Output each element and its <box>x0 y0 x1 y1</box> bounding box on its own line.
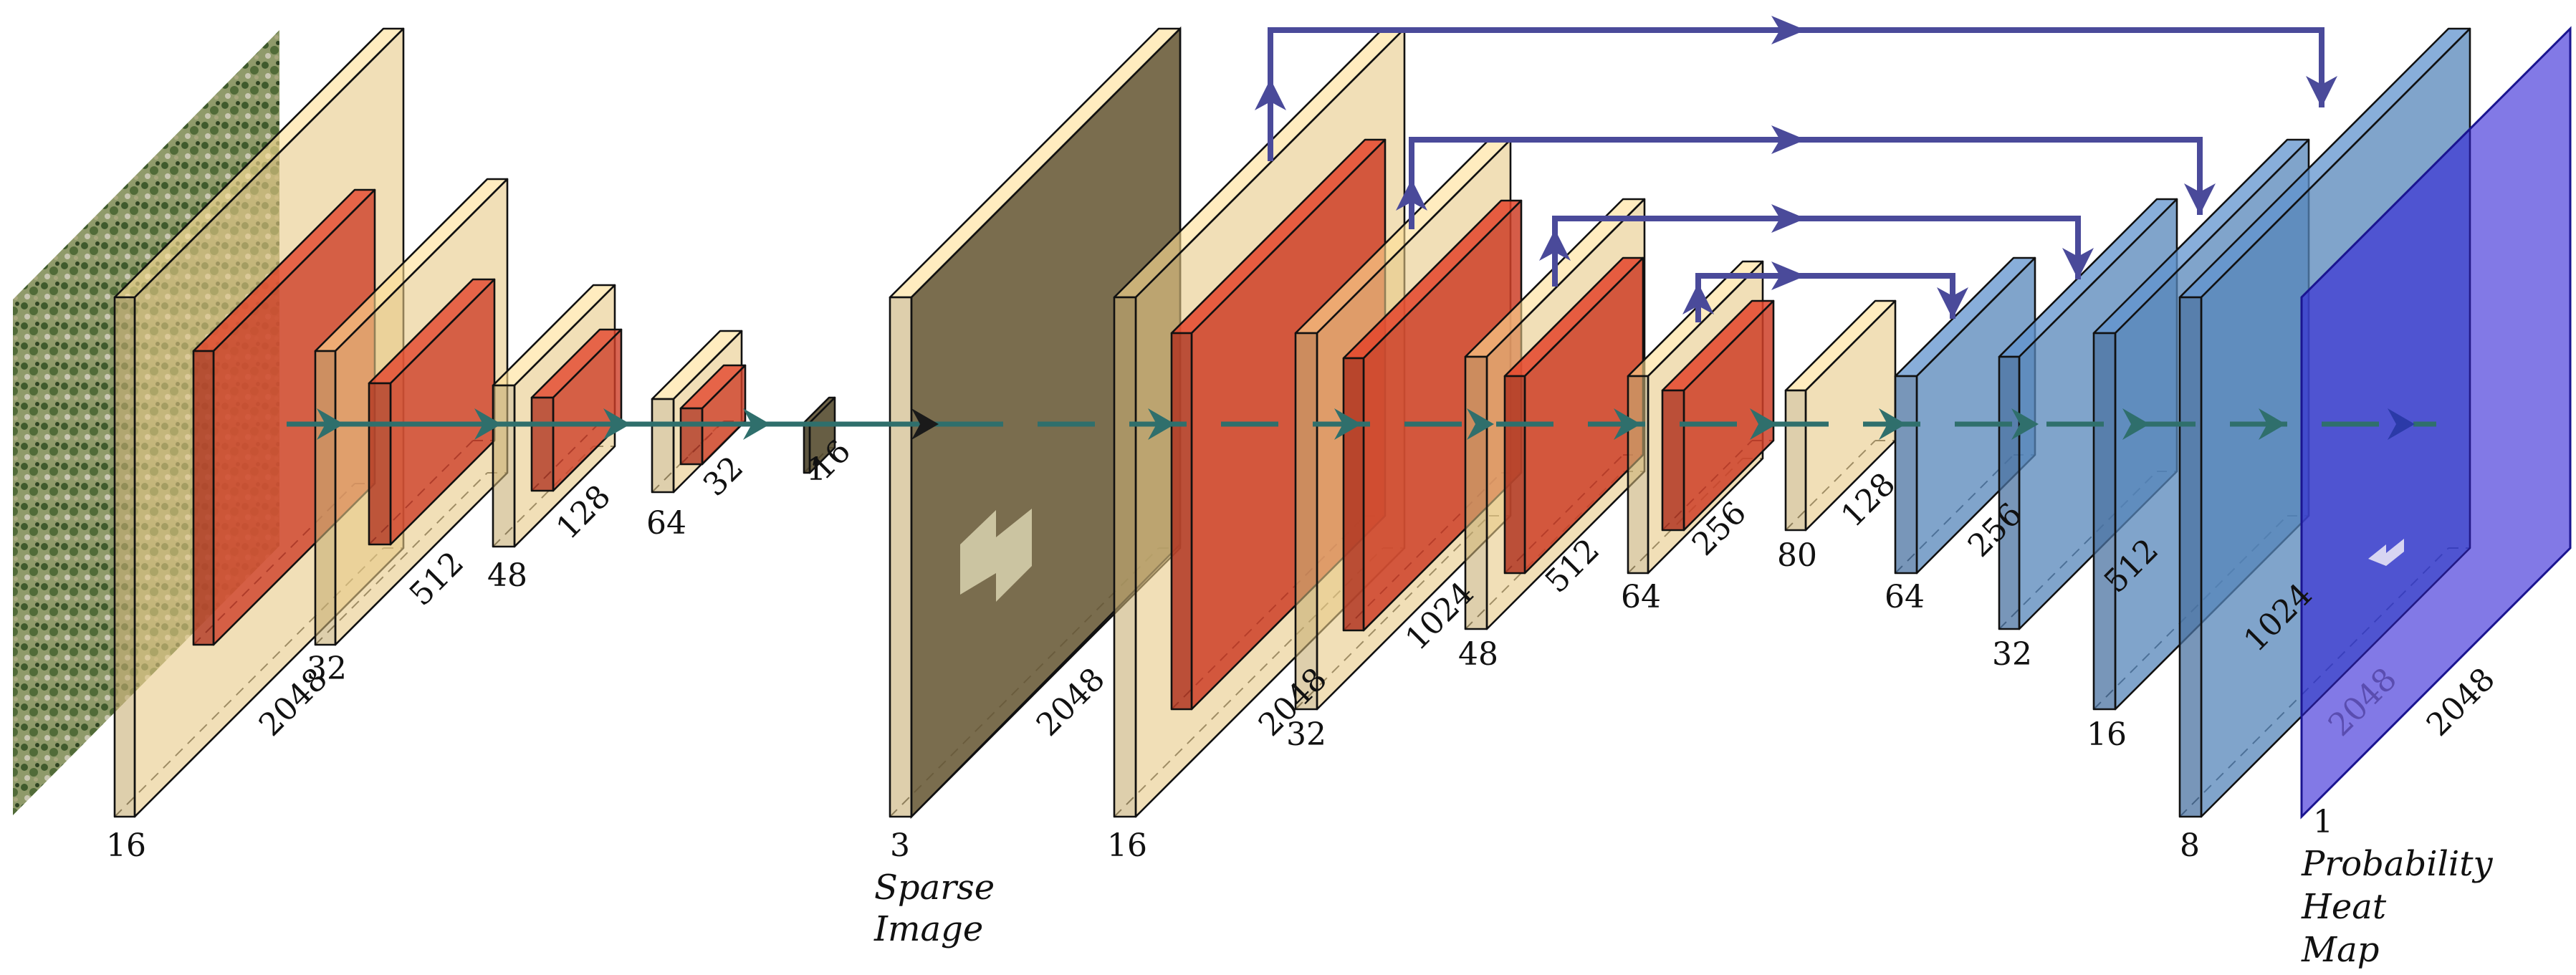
flow-arrows <box>287 408 2436 440</box>
sparse-caption-line2: Image <box>873 909 983 949</box>
flow-arrowhead <box>911 408 939 440</box>
flow-arrowhead <box>474 408 502 440</box>
heatmap-detection-spot <box>2368 539 2404 566</box>
skip-arrowhead-down <box>1937 287 1968 319</box>
sparse-sample-patch <box>960 509 1032 602</box>
encoder-block1-pool <box>192 188 376 646</box>
skip-arrowhead-up <box>1682 283 1714 314</box>
flow-arrowhead <box>1614 408 1641 440</box>
unet-bottom-channels: 80 <box>1777 537 1817 574</box>
skip-arrowhead-right <box>1771 261 1806 290</box>
flow-arrowhead <box>1879 408 1906 440</box>
flow-arrowhead <box>1148 408 1175 440</box>
skip-arrowhead-right <box>1771 125 1806 154</box>
skip-arrowhead-down <box>2062 248 2094 279</box>
unet-up4-channels: 8 <box>2180 827 2200 864</box>
skip-arrowhead-down <box>2184 183 2216 215</box>
sparse-channels: 3 <box>890 827 910 864</box>
output-caption-line1: Probability <box>2301 844 2494 884</box>
encoder-block3-channels: 48 <box>487 557 527 594</box>
flow-arrowhead <box>2388 408 2415 440</box>
skip-arrowhead-right <box>1771 16 1806 44</box>
flow-arrowhead <box>603 408 631 440</box>
output-caption-line3: Map <box>2301 930 2380 970</box>
unet-down4-channels: 64 <box>1621 579 1661 615</box>
encoder-block4-channels: 64 <box>646 505 686 542</box>
skip-arrowhead-up <box>1255 79 1286 110</box>
encoder-block1-channels: 16 <box>106 827 146 864</box>
flow-arrowhead <box>1750 408 1777 440</box>
unet-down2-channels: 32 <box>1286 716 1326 753</box>
skip-arrowhead-right <box>1771 204 1806 233</box>
flow-arrowhead <box>2122 408 2150 440</box>
flow-arrowhead <box>317 408 344 440</box>
skip-connection-3 <box>1552 216 2081 287</box>
encoder-bottleneck <box>803 396 836 474</box>
encoder-block2-channels: 32 <box>307 650 347 687</box>
sparse-caption-line1: Sparse <box>874 868 995 908</box>
flow-arrowhead <box>2259 408 2286 440</box>
encoder-block3-pool <box>530 328 623 492</box>
output-caption-line2: Heat <box>2301 887 2387 927</box>
output-channels: 1 <box>2313 804 2333 840</box>
unet-up1-channels: 64 <box>1885 579 1925 615</box>
unet-up2-channels: 32 <box>1992 636 2032 673</box>
skip-arrowhead-up <box>1396 179 1427 211</box>
skip-arrowhead-down <box>2306 76 2337 107</box>
skip-connections <box>1255 16 2337 322</box>
flow-arrowhead <box>1467 408 1494 440</box>
flow-arrowhead <box>2011 408 2039 440</box>
skip-arrowhead-up <box>1539 229 1571 261</box>
flow-arrowhead <box>743 408 770 440</box>
unet-down3-channels: 48 <box>1458 636 1498 673</box>
flow-arrowhead <box>1334 408 1361 440</box>
unet-up3-channels: 16 <box>2087 716 2127 753</box>
unet-down1-channels: 16 <box>1107 827 1147 864</box>
bottleneck-channels: 1 <box>806 451 826 488</box>
unet-down4-pool <box>1661 299 1775 532</box>
